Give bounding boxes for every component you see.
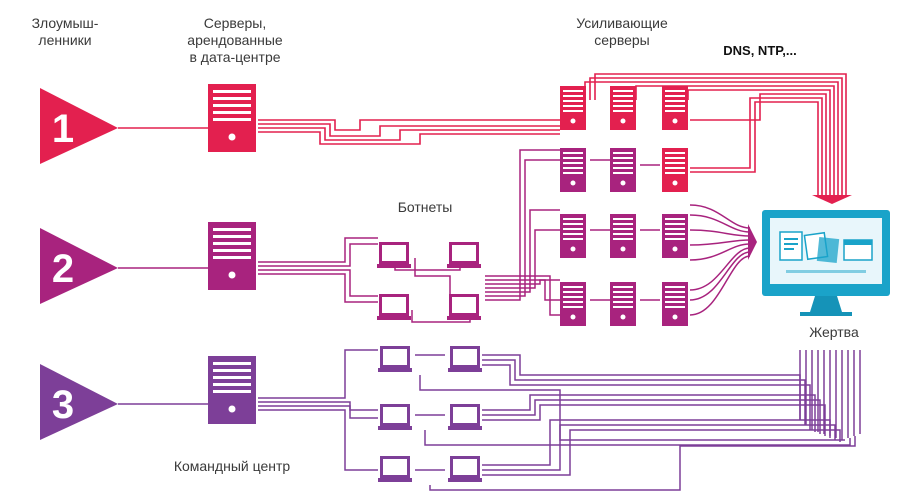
svg-text:в дата-центре: в дата-центре [189, 49, 280, 65]
attack-type-3: 3 [40, 364, 118, 440]
amplifier-server [610, 214, 636, 258]
attack-3-flows [118, 349, 861, 491]
amplifier-server [560, 86, 586, 130]
botnet-laptop [448, 404, 482, 430]
victim-monitor-base [800, 312, 852, 316]
amplifier-server [560, 282, 586, 326]
amplifier-server [610, 86, 636, 130]
svg-text:Серверы,: Серверы, [204, 15, 267, 31]
victim-monitor-stand [810, 296, 842, 312]
botnet-laptop [377, 294, 411, 320]
amplifier-server [662, 148, 688, 192]
svg-text:серверы: серверы [594, 32, 650, 48]
datacenter-servers-label: Серверы, арендованные в дата-центре [187, 15, 283, 65]
attackers-label: Злоумыш- ленники [32, 15, 99, 48]
amplifier-servers-label: Усиливающие серверы [576, 15, 668, 48]
svg-text:арендованные: арендованные [187, 32, 283, 48]
protocols-label: DNS, NTP,... [723, 43, 796, 58]
attack-1-number: 1 [52, 107, 74, 151]
victim-label: Жертва [809, 324, 859, 340]
datacenter-server-2 [208, 222, 256, 290]
amplifier-server [662, 214, 688, 258]
datacenter-server-1 [208, 84, 256, 152]
command-center-server [208, 356, 256, 424]
attack-3-triangle [40, 364, 118, 440]
attack-type-1: 1 [40, 88, 118, 164]
botnet-laptop [378, 346, 412, 372]
botnet-laptop [447, 242, 481, 268]
botnets-label: Ботнеты [398, 199, 453, 215]
amplifier-server [662, 282, 688, 326]
botnet-laptop [378, 456, 412, 482]
victim-monitor [762, 210, 890, 316]
botnet-laptop [378, 404, 412, 430]
svg-text:ленники: ленники [38, 32, 91, 48]
amplifier-server [610, 282, 636, 326]
botnet-laptop [447, 294, 481, 320]
amplifier-server [662, 86, 688, 130]
attack-1-flows [118, 73, 847, 195]
amplifier-server [610, 148, 636, 192]
attack-3-number: 3 [52, 383, 74, 427]
attack-1-arrowheads [812, 195, 852, 204]
botnet-laptop [448, 346, 482, 372]
attack-2-arrowheads [748, 224, 757, 260]
attack-2-flows [118, 149, 751, 323]
attack-2-number: 2 [52, 247, 74, 291]
botnet-row-2 [377, 242, 481, 320]
amplifier-server [560, 214, 586, 258]
botnet-row-3 [378, 346, 482, 482]
command-center-label: Командный центр [174, 458, 291, 474]
amplifier-server [560, 148, 586, 192]
botnet-laptop [377, 242, 411, 268]
attack-2-triangle [40, 228, 118, 304]
attack-type-2: 2 [40, 228, 118, 304]
amplifier-servers [560, 86, 688, 326]
attack-1-triangle [40, 88, 118, 164]
botnet-laptop [448, 456, 482, 482]
svg-text:Усиливающие: Усиливающие [576, 15, 668, 31]
svg-text:Злоумыш-: Злоумыш- [32, 15, 99, 31]
